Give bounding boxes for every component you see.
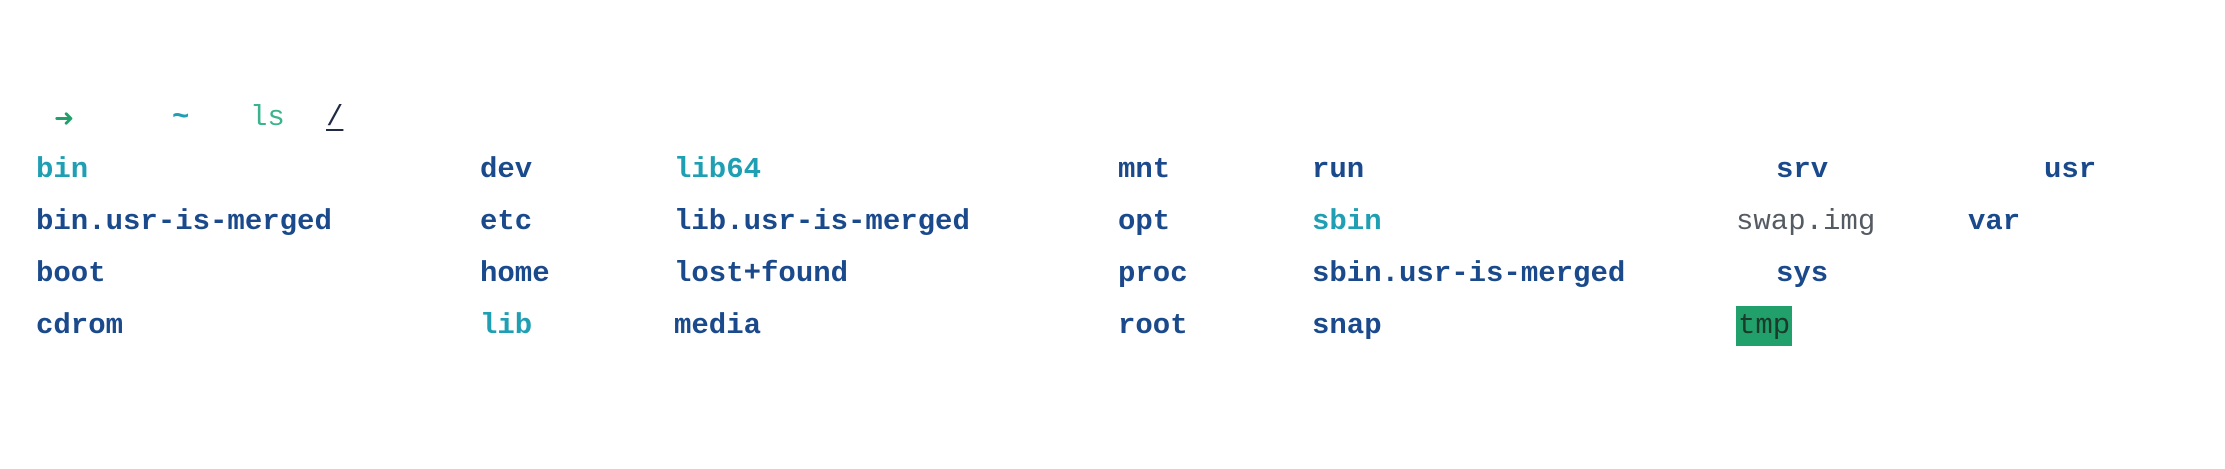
listing-entry: opt bbox=[1118, 205, 1171, 238]
listing-entry: proc bbox=[1118, 257, 1188, 290]
listing-entry: sbin.usr-is-merged bbox=[1312, 257, 1626, 290]
prompt-line: ➜ ~ ls / bbox=[0, 98, 600, 138]
listing-entry: etc bbox=[480, 205, 533, 238]
prompt-argument[interactable]: / bbox=[326, 101, 344, 134]
listing-entry: cdrom bbox=[36, 309, 124, 342]
prompt-cwd: ~ bbox=[172, 101, 190, 134]
listing-entry: lib bbox=[480, 309, 533, 342]
listing-entry: root bbox=[1118, 309, 1188, 342]
prompt-command: ls bbox=[250, 101, 285, 134]
listing-entry: home bbox=[480, 257, 550, 290]
prompt-arrow-icon: ➜ bbox=[54, 104, 75, 132]
listing-entry: bin.usr-is-merged bbox=[36, 205, 332, 238]
listing-entry: tmp bbox=[1736, 306, 1793, 346]
listing-entry: var bbox=[1968, 205, 2021, 238]
listing-entry: snap bbox=[1312, 309, 1382, 342]
listing-entry: lib64 bbox=[674, 153, 762, 186]
listing-entry: sys bbox=[1776, 257, 1829, 290]
listing-entry: mnt bbox=[1118, 153, 1171, 186]
listing-entry: usr bbox=[2044, 153, 2097, 186]
listing-entry: boot bbox=[36, 257, 106, 290]
listing-entry: swap.img bbox=[1736, 205, 1876, 238]
listing-entry: bin bbox=[36, 153, 89, 186]
listing-entry: lost+found bbox=[674, 257, 849, 290]
listing-entry: media bbox=[674, 309, 762, 342]
listing-entry: lib.usr-is-merged bbox=[674, 205, 970, 238]
listing-entry: sbin bbox=[1312, 205, 1382, 238]
listing-entry: run bbox=[1312, 153, 1365, 186]
listing-entry: srv bbox=[1776, 153, 1829, 186]
listing-entry: dev bbox=[480, 153, 533, 186]
